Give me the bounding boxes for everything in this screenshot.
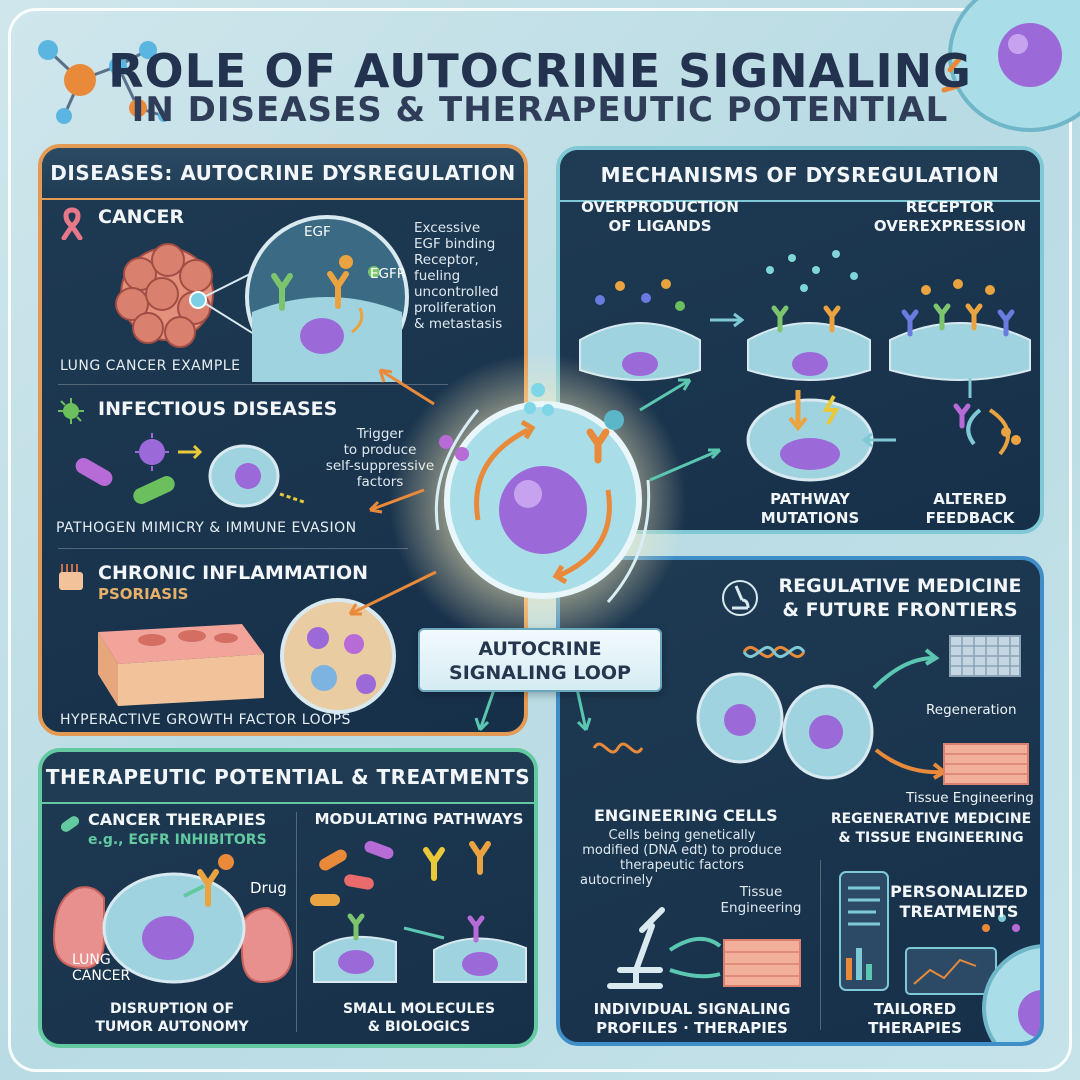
mechanism-illustrations	[579, 250, 1031, 482]
signal-molecules	[439, 383, 554, 461]
page-subtitle: IN DISEASES & THERAPEUTIC POTENTIAL	[131, 90, 949, 130]
disruption-label: DISRUPTION OF TUMOR AUTONOMY	[95, 1001, 249, 1035]
inflammation-title: CHRONIC INFLAMMATION	[98, 562, 369, 584]
overproduction-label: OVERPRODUCTION OF LIGANDS	[581, 198, 739, 235]
therapeutic-header: THERAPEUTIC POTENTIAL & TREATMENTS	[42, 752, 534, 804]
regenerative-header: REGULATIVE MEDICINE & FUTURE FRONTIERS	[778, 575, 1022, 621]
psoriasis-illustration	[98, 598, 396, 714]
autocrine-loop-ribbon: AUTOCRINE SIGNALING LOOP	[418, 628, 662, 692]
regenerative-panel: REGULATIVE MEDICINE & FUTURE FRONTIERS R…	[556, 556, 1044, 1046]
engineering-title: ENGINEERING CELLS	[594, 806, 778, 825]
modulating-illustration	[310, 840, 527, 983]
modulating-label: MODULATING PATHWAYS	[314, 810, 524, 828]
mechanisms-header: MECHANISMS OF DYSREGULATION	[560, 150, 1040, 202]
personalized-label: PERSONALIZED TREATMENTS	[890, 882, 1028, 921]
central-cell	[434, 401, 651, 603]
drug-label: Drug	[250, 879, 287, 897]
small-molecules-label: SMALL MOLECULES & BIOLOGICS	[342, 1001, 496, 1035]
outer-frame	[8, 8, 1072, 1072]
inflammation-caption: HYPERACTIVE GROWTH FACTOR LOOPS	[60, 712, 351, 728]
cell-corner-icon	[982, 944, 1040, 1042]
egfr-inhibitors-label: e.g., EGFR INHIBITORS	[88, 832, 267, 848]
divider	[58, 548, 408, 549]
infectious-title: INFECTIOUS DISEASES	[98, 398, 338, 420]
page-title: ROLE OF AUTOCRINE SIGNALING	[108, 44, 972, 98]
divider	[58, 384, 448, 385]
regen-illustration	[592, 635, 1029, 785]
microscope-illustration	[607, 907, 801, 989]
infectious-caption: PATHOGEN MIMICRY & IMMUNE EVASION	[56, 520, 357, 536]
egf-label: EGF	[304, 224, 331, 240]
pathway-label: PATHWAY MUTATIONS	[760, 490, 860, 527]
psoriasis-label: PSORIASIS	[98, 585, 189, 603]
skin-icon	[59, 564, 83, 590]
engineering-description: Cells being genetically modified (DNA ed…	[580, 828, 782, 888]
individual-label: INDIVIDUAL SIGNALING PROFILES · THERAPIE…	[593, 1000, 791, 1037]
tumor-illustration	[115, 243, 252, 348]
molecule-icon	[38, 40, 170, 124]
feedback-label: ALTERED FEEDBACK	[925, 490, 1015, 527]
lung-cancer-label: LUNG CANCER	[72, 952, 131, 984]
cancer-description: Excessive EGF binding Receptor, fueling …	[414, 220, 503, 332]
diseases-header: DISEASES: AUTOCRINE DYSREGULATION	[42, 148, 524, 200]
divider	[820, 860, 821, 1030]
receptor-label: RECEPTOR OVEREXPRESSION	[873, 198, 1027, 235]
cancer-title: CANCER	[98, 206, 185, 228]
egfr-label: EGFR	[370, 266, 407, 282]
tailored-label: TAILORED THERAPIES	[868, 1000, 962, 1037]
divider	[296, 812, 297, 1032]
regen-med-label: REGENERATIVE MEDICINE & TISSUE ENGINEERI…	[830, 811, 1032, 846]
cancer-zoom-cell	[245, 215, 409, 382]
cell-corner-icon	[941, 0, 1080, 132]
therapeutic-panel: THERAPEUTIC POTENTIAL & TREATMENTS CANCE…	[38, 748, 538, 1048]
dashboard-illustration	[839, 871, 1020, 995]
cancer-therapies-label: CANCER THERAPIES	[88, 810, 267, 829]
lung-cell-illustration	[52, 854, 294, 984]
cancer-caption: LUNG CANCER EXAMPLE	[60, 358, 241, 374]
pathogens-illustration	[75, 433, 305, 508]
virus-icon	[58, 398, 84, 424]
tissue-engineering-label-2: Tissue Engineering	[720, 884, 802, 916]
regeneration-label: Regeneration	[926, 702, 1017, 718]
center-arrows	[348, 368, 722, 732]
capsule-icon	[60, 816, 80, 832]
mechanisms-panel: MECHANISMS OF DYSREGULATION OVERPRODUCTI…	[556, 146, 1044, 534]
microscope-icon	[722, 580, 758, 616]
tissue-engineering-label: Tissue Engineering	[906, 790, 1034, 806]
ribbon-icon	[61, 207, 83, 240]
